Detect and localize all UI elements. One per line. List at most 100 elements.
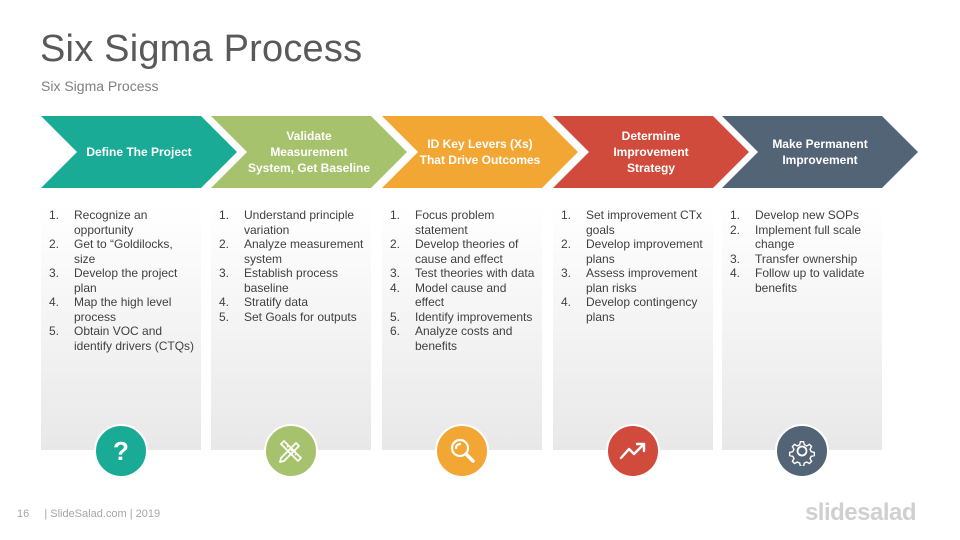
list-item-text: Model cause and effect xyxy=(415,280,507,310)
list-item: 3. Develop the project plan xyxy=(49,266,197,295)
list-item-text: Develop theories of cause and effect xyxy=(415,237,519,266)
step-card-4: 1. Set improvement CTx goals 2. Develop imp… xyxy=(553,205,713,450)
list-item: 3. Transfer ownership xyxy=(730,252,878,267)
list-item-number: 4. xyxy=(730,266,741,280)
magnifier-icon xyxy=(435,424,489,478)
list-item-number: 2. xyxy=(390,237,401,251)
list-item: 2. Implement full scale change xyxy=(730,223,878,252)
svg-text:?: ? xyxy=(113,436,129,466)
list-item-text: Establish process baseline xyxy=(244,266,339,295)
step-arrow-5 xyxy=(722,116,918,188)
list-item-number: 4. xyxy=(49,295,60,309)
list-item: 5. Obtain VOC and identify drivers (CTQs) xyxy=(49,324,197,353)
list-item: 2. Develop improvement plans xyxy=(561,237,709,266)
list-item: 4. Model cause and effect xyxy=(390,281,538,310)
list-item: 1. Understand principle variation xyxy=(219,208,367,237)
trend-up-icon xyxy=(606,424,660,478)
list-item-text: Map the high level process xyxy=(74,295,172,324)
list-item-text: Understand principle variation xyxy=(244,208,355,237)
list-item-text: Develop new SOPs xyxy=(755,208,860,222)
list-item-text: Develop the project plan xyxy=(74,266,178,295)
list-item-text: Obtain VOC and identify drivers (CTQs) xyxy=(74,324,195,353)
list-item-number: 2. xyxy=(561,237,572,251)
list-item: 4. Develop contingency plans xyxy=(561,295,709,324)
list-item-number: 2. xyxy=(730,222,741,237)
list-item: 1. Recognize an opportunity xyxy=(49,208,197,237)
step-arrow-4 xyxy=(553,116,749,188)
list-item-number: 3. xyxy=(49,266,60,280)
list-item-number: 5. xyxy=(219,309,230,324)
list-item: 5. Identify improvements xyxy=(390,310,538,325)
page-subtitle: Six Sigma Process xyxy=(41,78,159,94)
pencil-ruler-icon xyxy=(264,424,318,478)
list-item: 4. Follow up to validate benefits xyxy=(730,266,878,295)
list-item-text: Focus problem statement xyxy=(415,208,495,237)
list-item-number: 5. xyxy=(390,309,401,324)
list-item-number: 4. xyxy=(390,280,401,295)
list-item: 1. Develop new SOPs xyxy=(730,208,878,223)
gear-icon xyxy=(775,424,829,478)
list-item-text: Develop contingency plans xyxy=(586,295,698,324)
step-list: 1. Set improvement CTx goals 2. Develop imp… xyxy=(561,208,709,324)
list-item: 3. Establish process baseline xyxy=(219,266,367,295)
list-item: 4. Map the high level process xyxy=(49,295,197,324)
step-list: 1. Focus problem statement 2. Develop theor… xyxy=(390,208,538,353)
list-item-text: Identify improvements xyxy=(415,309,533,324)
question-icon: ? xyxy=(94,424,148,478)
list-item-number: 1. xyxy=(390,208,401,222)
list-item-number: 3. xyxy=(390,266,401,280)
step-title-4: Determine Improvement Strategy xyxy=(613,129,689,175)
list-item-number: 5. xyxy=(49,324,60,338)
list-item-text: Develop improvement plans xyxy=(586,237,703,266)
step-title-1: Define The Project xyxy=(86,145,192,159)
step-card-5: 1. Develop new SOPs 2. Implement full scale… xyxy=(722,205,882,450)
list-item-number: 1. xyxy=(561,208,572,222)
step-title-3: ID Key Levers (Xs) That Drive Outcomes xyxy=(419,137,541,167)
list-item-text: Set Goals for outputs xyxy=(244,309,357,324)
step-title-5: Make Permanent Improvement xyxy=(772,137,868,167)
list-item-text: Transfer ownership xyxy=(755,251,858,266)
step-arrow-3 xyxy=(382,116,578,188)
list-item-text: Implement full scale change xyxy=(755,222,862,252)
list-item-text: Recognize an opportunity xyxy=(74,208,148,237)
list-item-text: Test theories with data xyxy=(415,266,535,280)
step-list: 1. Recognize an opportunity 2. Get to “Gold… xyxy=(49,208,197,353)
list-item-text: Analyze measurement system xyxy=(244,237,364,266)
list-item-number: 1. xyxy=(49,208,60,222)
list-item: 5. Set Goals for outputs xyxy=(219,310,367,325)
page-number: 16 xyxy=(17,508,30,520)
list-item: 3. Assess improvement plan risks xyxy=(561,266,709,295)
step-card-2: 1. Understand principle variation 2. Analyz… xyxy=(211,205,371,450)
step-arrow-2 xyxy=(211,116,407,188)
step-title-2: Validate Measurement System, Get Baselin… xyxy=(247,129,371,175)
page-title: Six Sigma Process xyxy=(40,28,363,70)
list-item: 2. Get to “Goldilocks, size xyxy=(49,237,197,266)
list-item: 4. Stratify data xyxy=(219,295,367,310)
step-list: 1. Understand principle variation 2. Analyz… xyxy=(219,208,367,324)
brand-logo: slidesalad xyxy=(804,499,917,526)
list-item-text: Follow up to validate benefits xyxy=(755,266,865,295)
list-item-text: Analyze costs and benefits xyxy=(415,324,513,353)
list-item-number: 2. xyxy=(49,237,60,251)
list-item-number: 4. xyxy=(219,295,230,309)
list-item-text: Assess improvement plan risks xyxy=(586,266,698,295)
list-item-number: 1. xyxy=(219,208,230,222)
footer: 16 | SlideSalad.com | 2019 xyxy=(17,508,160,520)
list-item-number: 2. xyxy=(219,237,230,251)
list-item: 1. Set improvement CTx goals xyxy=(561,208,709,237)
footer-text: | SlideSalad.com | 2019 xyxy=(44,508,161,520)
list-item: 3. Test theories with data xyxy=(390,266,538,281)
list-item-text: Get to “Goldilocks, size xyxy=(74,237,173,266)
step-card-1: 1. Recognize an opportunity 2. Get to “Gold… xyxy=(41,205,201,450)
list-item-number: 3. xyxy=(561,266,572,280)
list-item-number: 3. xyxy=(730,251,741,266)
list-item: 6. Analyze costs and benefits xyxy=(390,324,538,353)
list-item-number: 4. xyxy=(561,295,572,309)
step-list: 1. Develop new SOPs 2. Implement full scale… xyxy=(730,208,878,295)
list-item-text: Set improvement CTx goals xyxy=(586,208,703,237)
list-item-text: Stratify data xyxy=(244,295,309,309)
list-item-number: 3. xyxy=(219,266,230,280)
list-item-number: 6. xyxy=(390,324,401,338)
list-item-number: 1. xyxy=(730,208,741,222)
